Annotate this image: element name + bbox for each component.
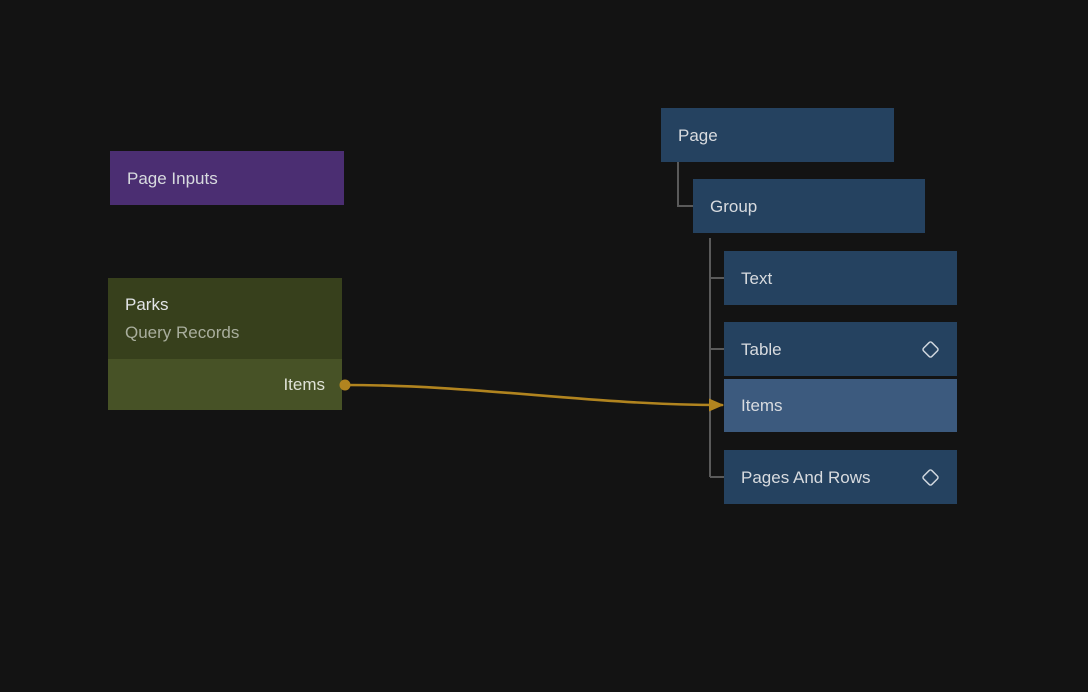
node-page-inputs-label: Page Inputs [127, 168, 218, 188]
node-page-inputs[interactable]: Page Inputs [110, 151, 344, 205]
node-table-label: Table [741, 339, 782, 359]
node-table-items-label: Items [741, 396, 783, 415]
diamond-icon [920, 339, 941, 360]
node-parks-items-port-label: Items [283, 374, 325, 394]
node-page[interactable]: Page [661, 108, 894, 162]
node-pages-and-rows-label: Pages And Rows [741, 467, 871, 487]
diamond-icon [920, 467, 941, 488]
node-text-label: Text [741, 268, 773, 288]
node-parks-title: Parks [125, 295, 169, 314]
node-parks[interactable]: Parks Query Records Items [108, 278, 342, 410]
node-pages-and-rows[interactable]: Pages And Rows [724, 450, 957, 504]
node-text[interactable]: Text [724, 251, 957, 305]
node-group-label: Group [710, 196, 758, 216]
node-parks-items-port-row[interactable]: Items [108, 359, 342, 410]
node-group[interactable]: Group [693, 179, 925, 233]
node-table[interactable]: Table [724, 322, 957, 376]
node-parks-subtitle: Query Records [125, 323, 240, 342]
node-page-label: Page [678, 125, 718, 145]
node-parks-header: Parks Query Records [108, 278, 342, 359]
node-table-items[interactable]: Items [724, 379, 957, 432]
